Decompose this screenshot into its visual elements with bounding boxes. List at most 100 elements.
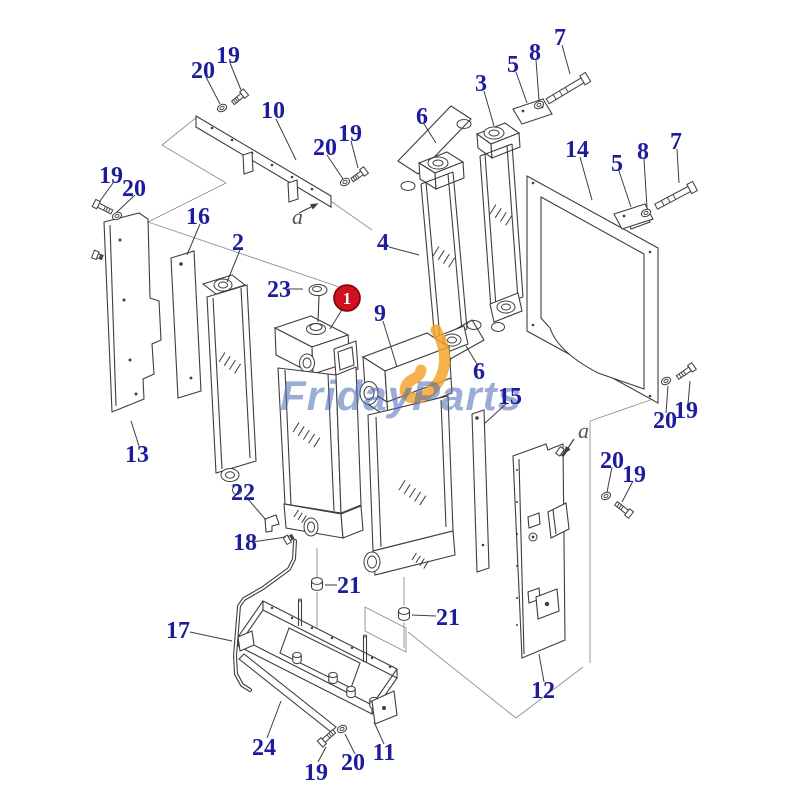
callout-label-10: 10	[261, 98, 285, 124]
bolt-thread-line	[99, 254, 102, 259]
part-line	[420, 183, 436, 342]
callout-label-20: 20	[122, 176, 146, 202]
bolt-shank-icon	[545, 77, 585, 105]
leader-line	[606, 466, 613, 493]
leader-line	[116, 194, 136, 213]
part-line	[506, 145, 519, 300]
bolt-thread-line	[103, 206, 106, 211]
washer-hole-icon	[339, 726, 345, 732]
part-boss-icon	[427, 156, 449, 170]
leader-line	[687, 380, 691, 405]
washer-icon	[339, 177, 351, 187]
part-hole-icon	[232, 485, 242, 495]
part-line	[484, 153, 497, 308]
bolt-thread-line	[620, 506, 624, 511]
hole-dot	[516, 597, 518, 599]
hole-dot	[648, 250, 652, 254]
bolt-thread-line	[233, 99, 237, 104]
badge-number: 1	[343, 289, 352, 308]
leader-line	[326, 154, 344, 180]
part-boss-icon	[225, 471, 235, 479]
part-line	[552, 509, 557, 535]
part-boss-icon	[400, 181, 416, 191]
callout-label-8: 8	[637, 139, 649, 165]
hole-dot	[310, 187, 314, 191]
hole-dot	[370, 656, 374, 660]
bolt-head-icon	[90, 249, 100, 261]
bolt-head-icon	[316, 736, 328, 748]
callout-label-19: 19	[304, 760, 328, 786]
part-boss-icon	[483, 126, 505, 140]
callout-label-5: 5	[611, 151, 623, 177]
washer-icon	[600, 491, 612, 501]
hole-dot	[516, 501, 518, 503]
part-line	[327, 373, 335, 512]
part-boss-icon	[447, 336, 457, 344]
item-1-badge: 1	[333, 284, 361, 312]
hole-dot	[350, 646, 354, 650]
leader-line	[643, 158, 648, 209]
hatch-line	[419, 495, 427, 506]
hatch-line	[499, 211, 507, 222]
hatch-line	[234, 363, 242, 374]
bolt-shank-icon	[230, 92, 245, 106]
leader-line	[465, 345, 478, 365]
leader-line	[329, 307, 344, 330]
stud-top	[362, 634, 368, 638]
hole-dot	[521, 109, 525, 113]
leader-line	[382, 320, 398, 368]
bolt-thread-line	[682, 370, 686, 375]
part-line	[109, 224, 117, 407]
hole-dot	[230, 138, 234, 142]
hole-dot	[622, 214, 626, 218]
callout-label-7: 7	[554, 25, 566, 51]
callout-label-11: 11	[373, 740, 396, 766]
bolt-thread-line	[98, 254, 102, 259]
hole-dot	[531, 323, 535, 327]
hole-dot	[189, 376, 193, 380]
bolt-thread-line	[354, 175, 358, 180]
bolt-shank-icon	[321, 729, 337, 744]
part-outline	[242, 151, 254, 175]
callout-label-19: 19	[99, 163, 123, 189]
part-line	[364, 606, 407, 653]
hatch-line	[403, 484, 411, 495]
bolt-thread-line	[236, 96, 240, 101]
bolt-thread-line	[289, 535, 293, 540]
part-outline	[540, 196, 645, 390]
part-outline	[238, 653, 337, 733]
hole-dot	[481, 543, 485, 547]
bolt-thread-line	[105, 207, 109, 212]
leader-line	[423, 123, 437, 144]
part-outline	[490, 132, 521, 159]
leader-line	[251, 536, 287, 543]
part-outline	[512, 98, 553, 125]
part-outline	[335, 366, 362, 514]
hatch-line	[223, 356, 231, 367]
washer-icon	[660, 376, 672, 386]
callout-label-12: 12	[531, 678, 555, 704]
callout-label-22: 22	[231, 480, 255, 506]
bolt-thread-line	[326, 734, 331, 739]
grommet-top-icon	[346, 685, 356, 693]
part-line	[317, 295, 320, 323]
leader-line	[483, 90, 495, 127]
part-boss-icon	[306, 323, 326, 335]
callout-label-16: 16	[186, 204, 210, 230]
bolt-thread-line	[661, 200, 665, 206]
leader-line	[515, 71, 528, 104]
washer-hole-icon	[663, 378, 669, 384]
bolt-head-icon	[358, 166, 370, 177]
washer-hole-icon	[219, 105, 225, 111]
hole-dot	[290, 616, 294, 620]
view-marker-arrowhead-icon	[563, 446, 571, 455]
washer-icon	[111, 211, 123, 221]
part-line	[518, 458, 525, 655]
view-marker-a: a	[292, 204, 303, 229]
callout-label-4: 4	[377, 230, 389, 256]
washer-hole-icon	[643, 210, 649, 216]
washer-hole-icon	[603, 493, 609, 499]
parts-layer	[90, 71, 699, 748]
leader-line	[373, 721, 385, 745]
callout-label-19: 19	[674, 398, 698, 424]
